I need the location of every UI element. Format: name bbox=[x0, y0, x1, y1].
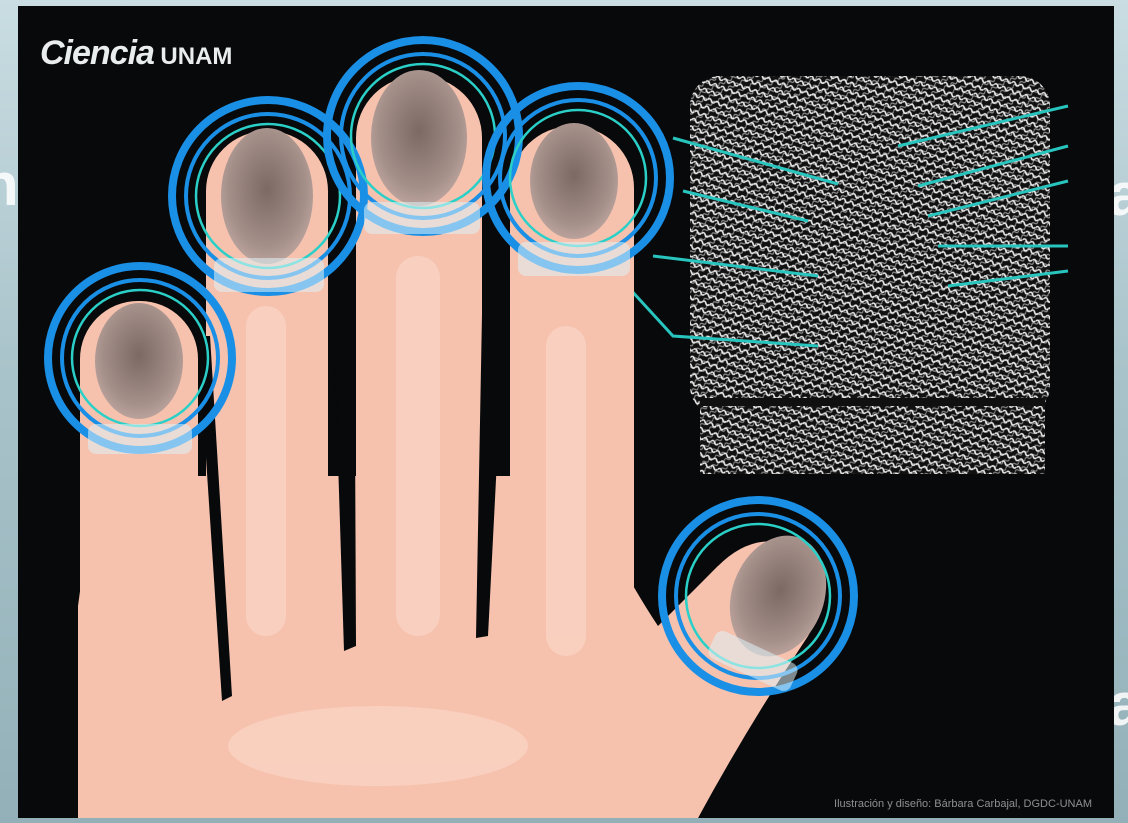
brand-logo: Ciencia UNAM bbox=[40, 34, 232, 73]
brand-logo-org: UNAM bbox=[160, 43, 232, 70]
fingerprint-print bbox=[690, 76, 1050, 474]
illustration-panel: Ciencia UNAM Ilustración y diseño: Bárba… bbox=[18, 6, 1114, 818]
side-letter-left: n bbox=[0, 150, 19, 219]
brand-logo-name: Ciencia bbox=[40, 34, 154, 72]
hand-fingerprint-illustration bbox=[18, 6, 1114, 818]
illustration-credit: Ilustración y diseño: Bárbara Carbajal, … bbox=[834, 798, 1092, 810]
